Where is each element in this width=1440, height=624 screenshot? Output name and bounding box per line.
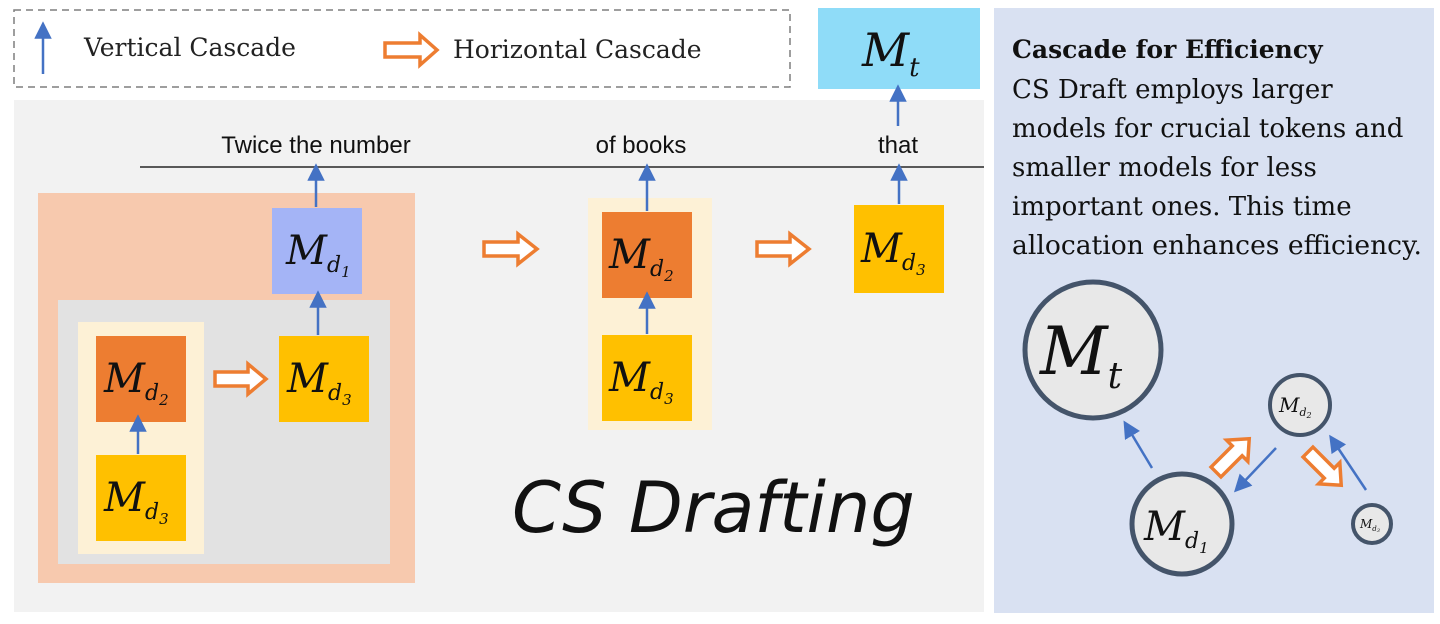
d1-to-d2-horizontal-arrow-icon <box>1208 436 1252 480</box>
legend-horizontal-label: Horizontal Cascade <box>453 35 702 64</box>
target-model-circle <box>1022 279 1164 421</box>
panel-body-line-5: allocation enhances efficiency. <box>1012 231 1422 261</box>
horizontal-arrow-legend-icon <box>383 31 440 69</box>
d1-circle <box>1129 471 1235 577</box>
d3-circle <box>1351 503 1393 545</box>
target-model-circle-label: Mt <box>1039 313 1123 397</box>
d2-to-d1-arrow-icon <box>1233 447 1277 493</box>
d2-to-d3-horizontal-arrow-icon <box>1300 444 1344 488</box>
drafter-d3-label-right: Md3 <box>860 226 926 279</box>
legend: Vertical Cascade Horizontal Cascade <box>13 9 791 88</box>
drafter-d3-box-right <box>854 205 944 293</box>
inner-horizontal-arrow-icon <box>213 360 269 398</box>
token-3: that <box>878 132 918 159</box>
method-title: CS Drafting <box>512 467 915 549</box>
efficiency-panel: Cascade for Efficiency CS Draft employs … <box>994 8 1434 613</box>
legend-frame <box>13 9 791 88</box>
d3-circle-label: Md3 <box>1359 517 1380 534</box>
right-horizontal-arrow-icon <box>755 230 812 268</box>
panel-body-line-4: important ones. This time <box>1012 192 1352 222</box>
drafter-d2-box-left <box>96 336 186 422</box>
d2-circle <box>1268 373 1332 437</box>
d1-circle-label: Md1 <box>1143 504 1209 557</box>
drafter-d3-label-inner: Md3 <box>286 356 352 409</box>
panel-body-line-2: models for crucial tokens and <box>1012 114 1403 144</box>
drafter-d2-label-middle: Md2 <box>608 232 674 285</box>
drafter-d3-label-left: Md3 <box>103 475 169 528</box>
drafter-d2-label-left: Md2 <box>103 356 169 409</box>
mid-horizontal-arrow-icon <box>482 230 540 268</box>
target-model-box: Mt <box>818 8 980 89</box>
drafter-d1-box <box>272 208 362 294</box>
target-model-label: Mt <box>861 23 920 83</box>
d2-circle-label: Md2 <box>1278 393 1312 420</box>
panel-body-line-3: smaller models for less <box>1012 153 1317 183</box>
drafter-d2-box-middle <box>602 212 692 298</box>
middle-cascade-group: Md2 Md3 <box>588 163 712 430</box>
drafter-d3-box-left <box>96 455 186 541</box>
drafter-d1-label: Md1 <box>285 228 351 281</box>
drafter-d3-box-inner <box>279 336 369 422</box>
token-2: of books <box>596 132 687 159</box>
drafter-d3-box-middle <box>602 335 692 421</box>
right-cascade-group: Md3 <box>854 163 944 293</box>
panel-body-line-1: CS Draft employs larger <box>1012 75 1333 105</box>
legend-vertical-label: Vertical Cascade <box>83 33 296 62</box>
panel-heading: Cascade for Efficiency <box>1012 35 1324 64</box>
left-cascade-group: Md1 Md3 Md2 Md3 <box>38 163 415 583</box>
token-1: Twice the number <box>221 132 410 159</box>
d1-to-target-arrow-icon <box>1123 420 1154 469</box>
drafter-d3-label-middle: Md3 <box>608 355 674 408</box>
d3-to-d2-arrow-icon <box>1329 434 1368 491</box>
